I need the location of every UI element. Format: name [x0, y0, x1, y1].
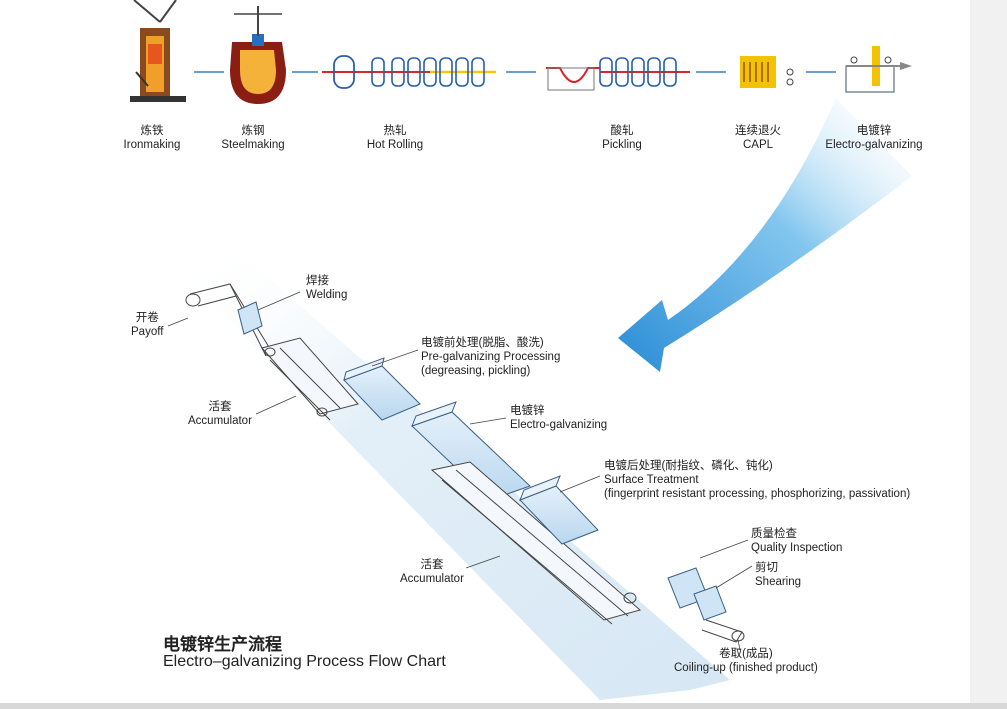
- stage-hot-rolling-label: 热轧 Hot Rolling: [367, 124, 423, 152]
- steelmaking-converter-icon: [230, 6, 286, 104]
- stage-steelmaking-label: 炼钢 Steelmaking: [221, 124, 284, 152]
- accumulator-1-label: 活套 Accumulator: [188, 400, 252, 428]
- accumulator-2-zh: 活套: [420, 559, 444, 571]
- electro-galvanizing-label: 电镀锌 Electro-galvanizing: [510, 404, 607, 432]
- surface-treatment-tank-icon: [519, 475, 599, 545]
- stage-electro-galvanizing-label: 电镀锌 Electro-galvanizing: [825, 124, 922, 152]
- stage-capl-zh: 连续退火: [735, 125, 781, 137]
- coiling-zh: 卷取(成品): [719, 648, 773, 660]
- curved-flow-arrow-icon: [618, 98, 912, 372]
- payoff-zh: 开卷: [135, 312, 159, 324]
- payoff-label: 开卷 Payoff: [131, 311, 163, 339]
- electro-galvanizing-zh: 电镀锌: [510, 405, 545, 417]
- accumulator-1-zh: 活套: [208, 401, 232, 413]
- shearing-en: Shearing: [755, 576, 802, 588]
- pre-galvanizing-tank-icon: [343, 357, 421, 421]
- surface-treatment-label: 电镀后处理(耐指纹、磷化、钝化) Surface Treatment (fing…: [604, 459, 910, 501]
- stage-ironmaking-en: Ironmaking: [123, 139, 181, 151]
- surface-treatment-en: Surface Treatment: [604, 474, 699, 486]
- pre-galvanizing-zh: 电镀前处理(脱脂、酸洗): [421, 337, 544, 349]
- stage-ironmaking-label: 炼铁 Ironmaking: [124, 124, 181, 152]
- chart-title-zh: 电镀锌生产流程: [163, 635, 282, 654]
- quality-inspection-en: Quality Inspection: [751, 542, 843, 554]
- accumulator-1-en: Accumulator: [188, 415, 252, 427]
- process-line-diagram: [180, 262, 745, 700]
- stage-steelmaking-zh: 炼钢: [241, 125, 265, 137]
- stage-capl-label: 连续退火 CAPL: [735, 124, 781, 152]
- stage-hot-rolling-en: Hot Rolling: [366, 139, 424, 151]
- stage-pickling-en: Pickling: [602, 139, 642, 151]
- stage-capl-en: CAPL: [742, 139, 774, 151]
- welding-en: Welding: [306, 289, 348, 301]
- electro-galvanizing-cell-icon: [845, 46, 912, 93]
- electro-galvanizing-en: Electro-galvanizing: [510, 419, 608, 431]
- welding-zh: 焊接: [306, 275, 329, 287]
- pre-galvanizing-label: 电镀前处理(脱脂、酸洗) Pre-galvanizing Processing …: [421, 336, 560, 378]
- welding-label: 焊接 Welding: [306, 274, 347, 302]
- right-margin-strip: [970, 0, 1007, 709]
- payoff-en: Payoff: [131, 326, 164, 338]
- stage-steelmaking-en: Steelmaking: [221, 139, 285, 151]
- shearing-zh: 剪切: [755, 562, 778, 574]
- bottom-margin-strip: [0, 703, 1007, 709]
- quality-inspection-label: 质量检查 Quality Inspection: [751, 527, 842, 555]
- coiling-reel-icon: [701, 619, 745, 643]
- accumulator-2-en: Accumulator: [400, 573, 464, 585]
- annealing-furnace-icon: [740, 56, 794, 88]
- quality-inspection-zh: 质量检查: [751, 528, 797, 540]
- accumulator-1-icon: [261, 337, 359, 421]
- accumulator-2-label: 活套 Accumulator: [400, 558, 464, 586]
- ironmaking-furnace-icon: [130, 0, 186, 102]
- surface-treatment-zh: 电镀后处理(耐指纹、磷化、钝化): [604, 460, 773, 472]
- stage-hot-rolling-zh: 热轧: [383, 125, 407, 137]
- stage-electro-galvanizing-en: Electro-galvanizing: [825, 139, 923, 151]
- shearing-label: 剪切 Shearing: [755, 561, 801, 589]
- pre-galvanizing-detail: (degreasing, pickling): [421, 365, 531, 377]
- shearing-unit-icon: [693, 585, 727, 621]
- coiling-en: Coiling-up (finished product): [674, 662, 818, 674]
- accumulator-2-icon: [430, 461, 642, 625]
- stage-pickling-label: 酸轧 Pickling: [602, 124, 642, 152]
- coiling-label: 卷取(成品) Coiling-up (finished product): [674, 647, 818, 675]
- pickling-line-icon: [546, 57, 690, 91]
- hot-rolling-mill-icon: [322, 55, 496, 89]
- stage-ironmaking-zh: 炼铁: [140, 125, 164, 137]
- stage-pickling-zh: 酸轧: [610, 125, 634, 137]
- label-leader-lines: [167, 291, 753, 651]
- welding-unit-icon: [237, 301, 263, 335]
- surface-treatment-detail: (fingerprint resistant processing, phosp…: [604, 488, 911, 500]
- stage-electro-galvanizing-zh: 电镀锌: [856, 125, 892, 137]
- pre-galvanizing-en: Pre-galvanizing Processing: [421, 351, 561, 363]
- chart-title-en: Electro–galvanizing Process Flow Chart: [163, 653, 446, 670]
